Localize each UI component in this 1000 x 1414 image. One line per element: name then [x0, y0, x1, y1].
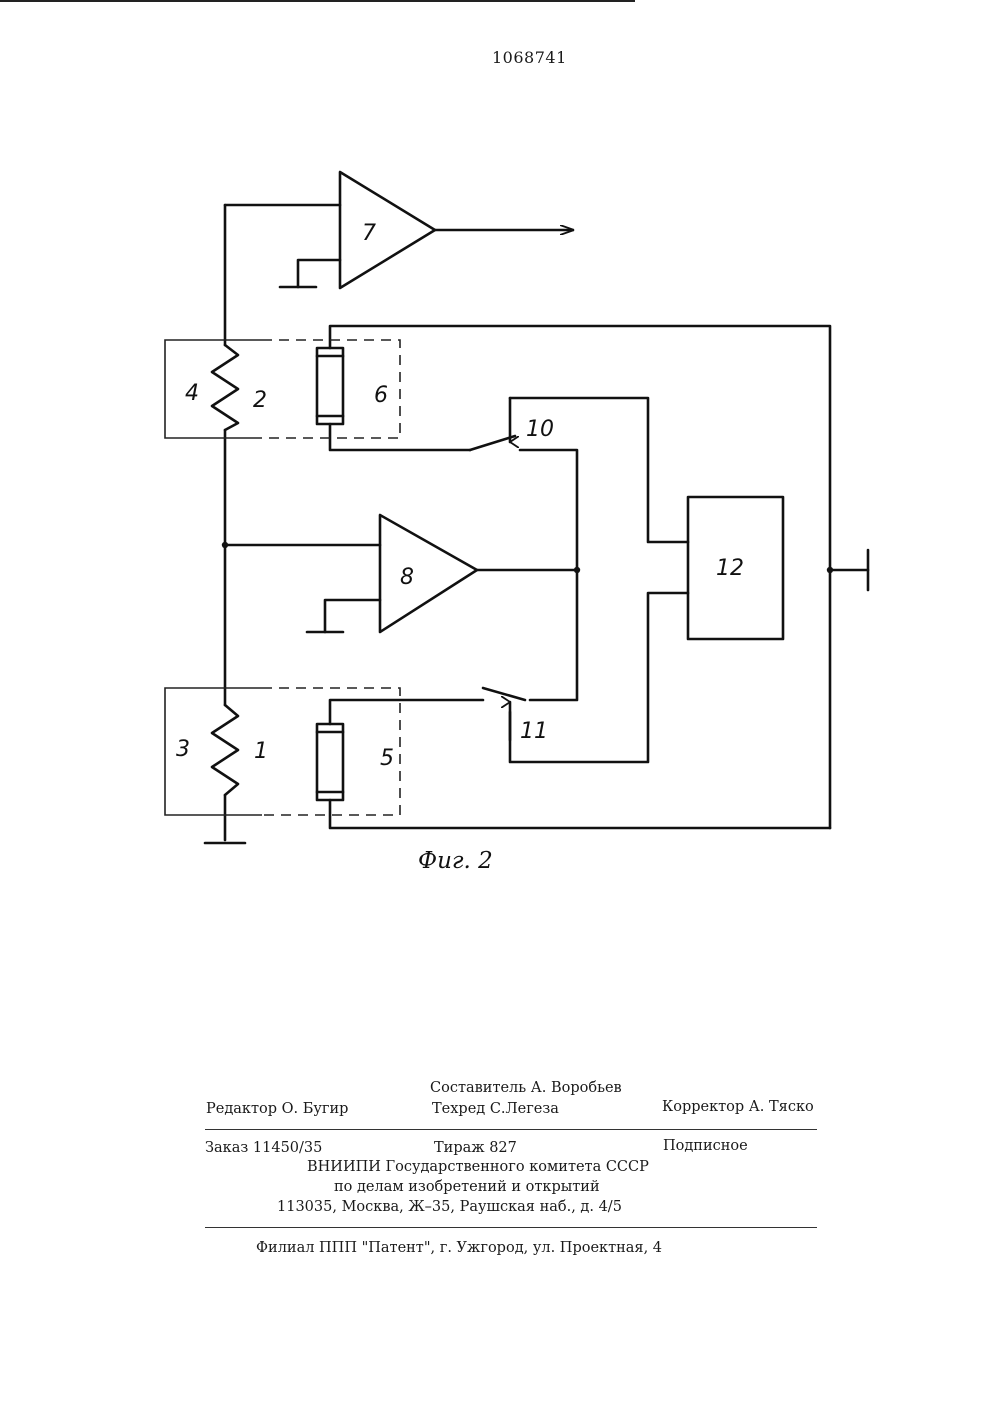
resistor-2	[212, 345, 238, 430]
amp-7-ground-wire	[298, 260, 340, 287]
junction-amp-8	[574, 567, 580, 573]
org-address: 113035, Москва, Ж–35, Раушская наб., д. …	[277, 1199, 622, 1215]
techred: Техред С.Легеза	[432, 1101, 559, 1117]
label-switch-11: 11	[520, 719, 548, 744]
label-resistor-1: 1	[254, 739, 268, 764]
label-amplifier-7: 7	[362, 221, 376, 246]
imprint-rule-bottom	[205, 1227, 817, 1228]
label-element-5: 5	[380, 746, 394, 771]
label-block-4: 4	[185, 381, 199, 406]
editor: Редактор О. Бугир	[206, 1101, 348, 1117]
label-resistor-2: 2	[253, 388, 267, 413]
resistor-1	[212, 705, 238, 795]
corrector: Корректор А. Тяско	[662, 1099, 814, 1115]
print-run: Тираж 827	[434, 1140, 517, 1156]
amp-8-output	[477, 570, 577, 700]
amp-8-ground-wire	[325, 600, 380, 632]
imprint-rule-top	[205, 1129, 817, 1130]
element-5-bottom-wire	[330, 800, 830, 828]
switch-10-blade	[470, 436, 515, 450]
label-element-6: 6	[374, 383, 388, 408]
branch: Филиал ППП "Патент", г. Ужгород, ул. Про…	[256, 1240, 662, 1256]
amplifier-7	[340, 172, 435, 288]
compiler: Составитель А. Воробьев	[430, 1080, 622, 1096]
circuit-diagram: 7 4 2 6 10 8 12 11 3 1 5 Фиг. 2	[0, 0, 1000, 900]
org-line-1: ВНИИПИ Государственного комитета СССР	[307, 1159, 649, 1175]
org-line-2: по делам изобретений и открытий	[334, 1179, 600, 1195]
element-5-top-wire	[330, 700, 483, 724]
junction-right	[827, 567, 833, 573]
element-6	[317, 348, 343, 424]
switch-10-contact	[520, 450, 577, 570]
figure-caption: Фиг. 2	[418, 848, 493, 874]
housing-4	[165, 340, 262, 438]
subscription: Подписное	[663, 1138, 748, 1154]
element-5	[317, 724, 343, 800]
label-amplifier-8: 8	[400, 565, 414, 590]
label-switch-10: 10	[526, 417, 554, 442]
junction-left	[222, 542, 228, 548]
label-block-3: 3	[176, 737, 190, 762]
switch-11-blade	[483, 688, 525, 700]
amplifier-8	[380, 515, 477, 632]
label-block-12: 12	[716, 556, 744, 581]
order: Заказ 11450/35	[205, 1140, 322, 1156]
